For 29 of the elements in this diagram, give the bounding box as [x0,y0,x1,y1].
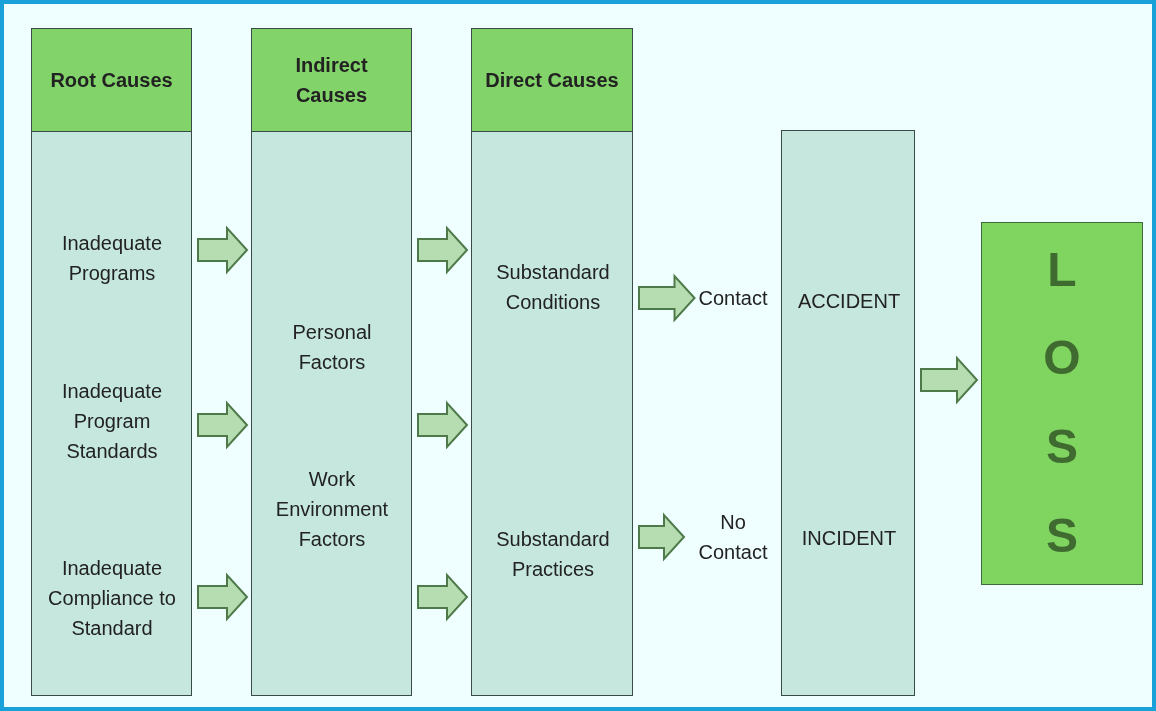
cause-label: Inadequate Program Standards [48,376,176,466]
block-arrow [197,225,249,275]
cause-label: Work Environment Factors [268,464,396,554]
result-box [981,222,1143,585]
cause-label: Inadequate Programs [48,228,176,288]
outcome-label: Contact [698,283,768,313]
column-panel [31,28,192,696]
block-arrow [417,572,469,622]
block-arrow [638,512,686,562]
block-arrow [197,400,249,450]
cause-label: ACCIDENT [797,286,901,316]
column-panel [781,130,915,696]
column-panel [251,28,412,696]
column-panel [471,28,633,696]
block-arrow [197,572,249,622]
result-label: LOSS [1042,241,1082,565]
block-arrow [638,273,696,323]
cause-label: Personal Factors [268,317,396,377]
column-header: Direct Causes [472,29,632,132]
cause-label: Inadequate Compliance to Standard [48,553,176,643]
block-arrow [920,355,979,405]
cause-label: INCIDENT [801,523,897,553]
column-header: Root Causes [32,29,191,132]
cause-label: Substandard Conditions [489,257,617,317]
outcome-label: No Contact [688,507,778,567]
block-arrow [417,400,469,450]
block-arrow [417,225,469,275]
column-header: Indirect Causes [252,29,411,132]
cause-label: Substandard Practices [489,524,617,584]
